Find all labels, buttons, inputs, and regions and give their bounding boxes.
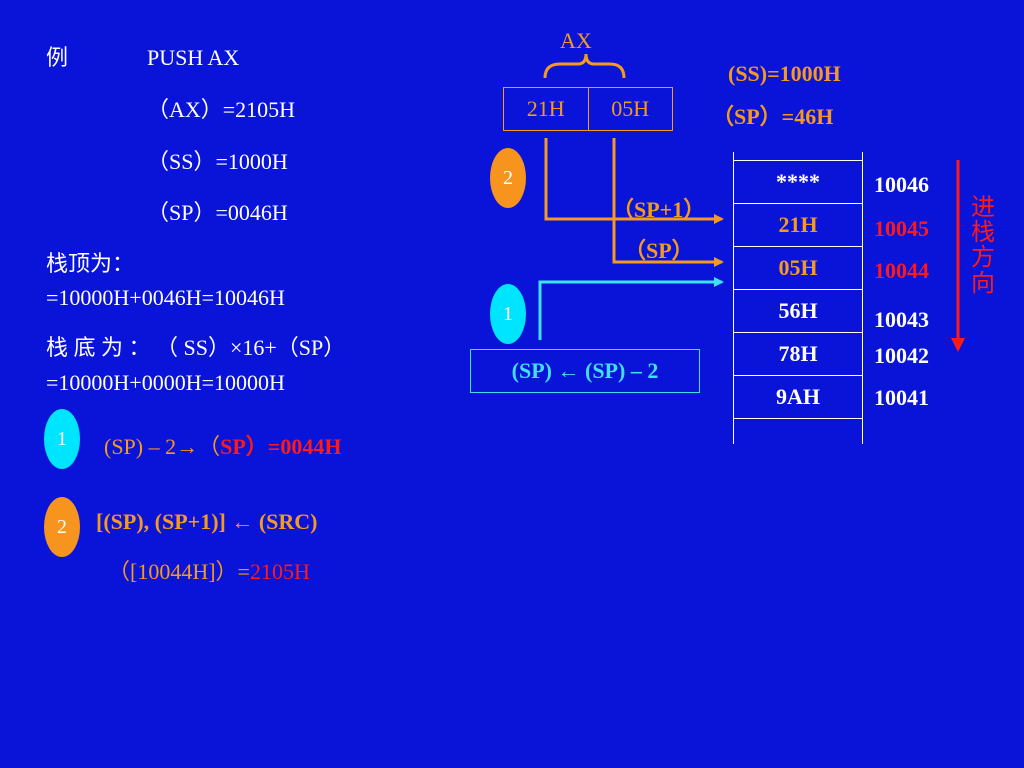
diagram-badge-2: 2: [490, 148, 526, 208]
sp-decrement-box: (SP) ← (SP) – 2: [470, 349, 700, 393]
step2-result: （[10044H]）=2105H: [108, 561, 310, 583]
stack-cell: 05H: [733, 247, 863, 290]
arrow-sp-decrement: [538, 277, 724, 340]
stack-top-calc: =10000H+0046H=10046H: [46, 285, 285, 310]
stack-cell: 9AH: [733, 376, 863, 419]
step2-result-prefix: （[10044H]）=: [108, 559, 250, 584]
address-label: 10045: [874, 216, 929, 241]
step1-text: (SP) – 2→（SP）=0044H: [104, 436, 341, 458]
stack-cell: ****: [733, 160, 863, 204]
stack-cell: 78H: [733, 333, 863, 376]
step1-part2: SP）=0044H: [220, 434, 342, 459]
direction-char: 向: [971, 270, 995, 297]
address-label: 10044: [874, 258, 929, 283]
stack-top-label: 栈顶为：: [46, 251, 135, 276]
direction-char: 进: [971, 195, 995, 221]
address-label: 10046: [874, 172, 929, 197]
step1-part1: (SP) – 2→（: [104, 434, 221, 459]
sp-plus1-label: （SP+1）: [612, 197, 706, 222]
step2-expr: [(SP), (SP+1)] ← (SRC): [96, 509, 318, 534]
address-label: 10041: [874, 385, 929, 410]
ax-low-byte: 05H: [587, 88, 673, 130]
example-label: 例: [46, 45, 69, 70]
address-label: 10042: [874, 343, 929, 368]
arrow-high-byte: [544, 138, 724, 224]
sp-value: （SP）=0046H: [147, 200, 288, 225]
instruction-text: PUSH AX: [147, 45, 240, 70]
step1-badge: 1: [44, 409, 80, 469]
stack-memory: **** 21H 05H 56H 78H 9AH: [733, 160, 863, 461]
step2-badge: 2: [44, 497, 80, 557]
ax-register: 21H 05H: [503, 87, 673, 131]
push-direction-label: 进 栈 方 向: [969, 195, 997, 297]
ax-high-byte: 21H: [526, 96, 565, 121]
ax-value: （AX）=2105H: [147, 97, 296, 122]
sp-label: （SP）: [624, 238, 694, 263]
sp-info: （SP）=46H: [712, 104, 834, 129]
direction-char: 栈: [971, 220, 995, 247]
ax-label: AX: [560, 28, 592, 53]
arrow-low-byte: [612, 138, 724, 267]
stack-memory-frame: [733, 152, 863, 444]
stack-cell: 56H: [733, 290, 863, 333]
address-label: 10043: [874, 307, 929, 332]
diagram-badge-1: 1: [490, 284, 526, 344]
stack-bottom-label: 栈 底 为 ： （ SS）×16+（SP）: [46, 335, 346, 360]
ss-info: (SS)=1000H: [728, 61, 841, 86]
direction-char: 方: [971, 245, 995, 272]
step2-result-value: 2105H: [249, 559, 310, 584]
ss-value: （SS）=1000H: [147, 149, 288, 174]
stack-cell: [733, 419, 863, 461]
stack-bottom-calc: =10000H+0000H=10000H: [46, 370, 285, 395]
ax-brace: [543, 53, 626, 79]
push-direction-arrowhead: [951, 338, 965, 352]
stack-cell: 21H: [733, 204, 863, 247]
